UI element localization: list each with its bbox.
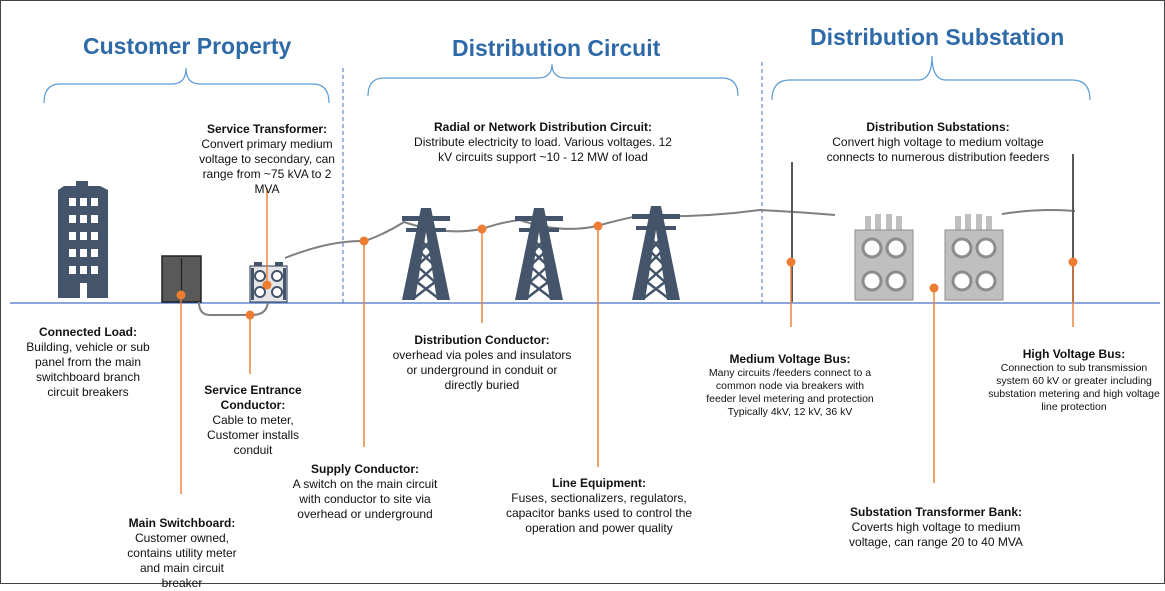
- label-title: Medium Voltage Bus:: [729, 352, 851, 366]
- brace-substation: [771, 55, 1091, 101]
- label-desc: Coverts high voltage to medium voltage, …: [849, 520, 1023, 549]
- label-title: Main Switchboard:: [128, 516, 236, 530]
- label-desc: overhead via poles and insulators or und…: [392, 348, 572, 392]
- label-title: Connected Load:: [39, 325, 137, 339]
- label-substation-transformer-bank: Substation Transformer Bank: Coverts hig…: [846, 505, 1026, 550]
- label-title: Distribution Substations:: [866, 120, 1010, 134]
- label-distribution-substations: Distribution Substations: Convert high v…: [818, 120, 1058, 165]
- label-desc: Cable to meter, Customer installs condui…: [206, 413, 300, 457]
- service-entrance-cable: [198, 299, 269, 316]
- label-distribution-conductor: Distribution Conductor: overhead via pol…: [392, 333, 572, 393]
- building-icon: [58, 181, 108, 298]
- label-title: Service Transformer:: [206, 122, 328, 136]
- overhead-conductor: [284, 208, 836, 259]
- label-radial-circuit: Radial or Network Distribution Circuit: …: [408, 120, 678, 165]
- label-desc: A switch on the main circuit with conduc…: [292, 477, 438, 521]
- label-service-transformer: Service Transformer: Convert primary med…: [190, 122, 344, 197]
- label-desc: Building, vehicle or sub panel from the …: [26, 340, 150, 399]
- label-line-equipment: Line Equipment: Fuses, sectionalizers, r…: [504, 476, 694, 536]
- label-title: Supply Conductor:: [311, 462, 419, 476]
- label-desc: Convert primary medium voltage to second…: [199, 137, 335, 196]
- label-title: Service Entrance Conductor:: [204, 383, 302, 412]
- label-connected-load: Connected Load: Building, vehicle or sub…: [22, 325, 154, 400]
- label-desc: Connection to sub transmission system 60…: [988, 362, 1160, 413]
- label-service-entrance-conductor: Service Entrance Conductor: Cable to met…: [194, 383, 312, 458]
- substation-transformer-icon: [854, 214, 1004, 301]
- label-medium-voltage-bus: Medium Voltage Bus: Many circuits /feede…: [700, 352, 880, 419]
- section-heading-customer: Customer Property: [83, 33, 292, 59]
- label-title: Radial or Network Distribution Circuit:: [433, 120, 652, 134]
- callout-dots: [176, 221, 1078, 320]
- label-desc: Fuses, sectionalizers, regulators, capac…: [505, 491, 693, 535]
- label-title: Line Equipment:: [552, 476, 646, 490]
- tower-icon: [402, 206, 680, 300]
- label-title: High Voltage Bus:: [1022, 347, 1126, 361]
- hv-conductor: [1001, 209, 1076, 215]
- label-supply-conductor: Supply Conductor: A switch on the main c…: [290, 462, 440, 522]
- brace-customer: [43, 67, 330, 104]
- label-desc: Customer owned, contains utility meter a…: [127, 531, 237, 590]
- label-title: Substation Transformer Bank:: [849, 505, 1023, 519]
- brace-circuit: [367, 63, 739, 97]
- label-desc: Many circuits /feeders connect to a comm…: [706, 367, 874, 418]
- section-heading-circuit: Distribution Circuit: [452, 35, 661, 61]
- callout-lines: [180, 188, 1074, 494]
- section-heading-substation: Distribution Substation: [810, 24, 1065, 50]
- label-main-switchboard: Main Switchboard: Customer owned, contai…: [118, 516, 246, 591]
- label-desc: Convert high voltage to medium voltage c…: [826, 135, 1050, 164]
- label-high-voltage-bus: High Voltage Bus: Connection to sub tran…: [986, 347, 1162, 414]
- label-title: Distribution Conductor:: [414, 333, 550, 347]
- label-desc: Distribute electricity to load. Various …: [414, 135, 672, 164]
